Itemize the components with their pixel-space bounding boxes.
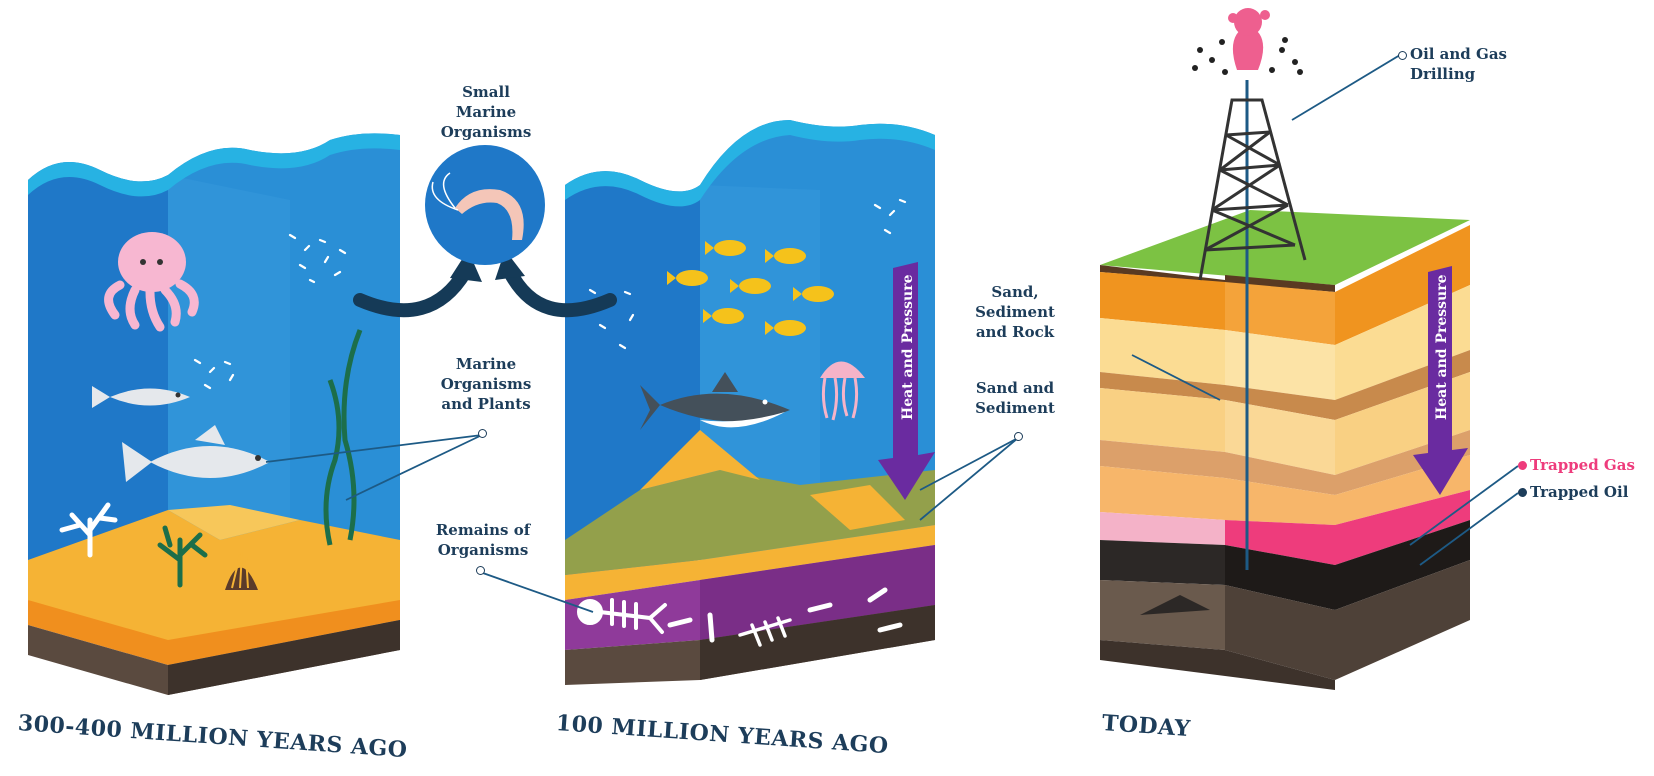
label-sand-and-sediment: Sand and Sediment (975, 379, 1055, 417)
clam-icon (225, 551, 258, 590)
arrow-left-to-shrimp (353, 265, 472, 318)
coral-icon (59, 502, 118, 558)
block-100-million (565, 120, 935, 685)
label-trapped-oil: Trapped Oil (1530, 483, 1629, 501)
jellyfish-icon (820, 361, 865, 421)
rock-layers-front (1100, 272, 1225, 650)
shark-icon (640, 372, 790, 430)
grass-surface (1100, 210, 1470, 285)
fossil-fish-icon (577, 598, 667, 634)
trapped-gas-layer (1100, 512, 1225, 545)
marker-drilling (1398, 51, 1407, 60)
heat-pressure-label-1: Heat and Pressure (900, 274, 916, 421)
shrimp-icon (425, 145, 545, 265)
curved-arrows (353, 265, 617, 318)
label-sand-sediment-rock: Sand, Sediment and Rock (975, 283, 1055, 341)
oil-derrick-icon (1198, 98, 1307, 281)
octopus-icon (104, 232, 199, 332)
wave-crest-1 (28, 133, 400, 197)
fish-icon-large (122, 425, 270, 482)
marker-sand-sediment (1014, 432, 1023, 441)
marker-trapped-oil (1518, 488, 1527, 497)
marker-remains (476, 566, 485, 575)
label-oil-gas-drilling: Oil and Gas Drilling (1410, 45, 1507, 83)
bone-icon (667, 587, 903, 643)
leader-lines (265, 54, 1519, 613)
fossil-skeleton-icon (738, 616, 792, 647)
label-marine-organisms-plants: Marine Organisms and Plants (440, 355, 532, 413)
block-300-400-million (28, 133, 400, 695)
ocean-side-2 (700, 120, 935, 560)
heat-pressure-arrow-1 (878, 262, 935, 500)
label-remains-of-organisms: Remains of Organisms (435, 521, 531, 559)
oil-spray-icon (1192, 8, 1303, 75)
plankton-icon (193, 233, 347, 390)
label-trapped-gas: Trapped Gas (1530, 456, 1635, 474)
arrow-right-to-shrimp (503, 265, 617, 318)
block-today (1100, 8, 1470, 690)
seaweed-plant-icon (157, 525, 208, 588)
fish-school-icon (667, 240, 834, 336)
sand-layer-2 (565, 525, 935, 600)
label-small-marine-organisms: Small Marine Organisms (440, 83, 532, 141)
marker-trapped-gas (1518, 461, 1527, 470)
heat-pressure-label-2: Heat and Pressure (1434, 274, 1450, 421)
marker-marine-organisms (478, 429, 487, 438)
seaweed-icon (323, 329, 363, 546)
heat-pressure-arrow-2 (1413, 266, 1468, 495)
wave-crest-2 (565, 120, 935, 207)
fish-icon-small (92, 386, 190, 408)
